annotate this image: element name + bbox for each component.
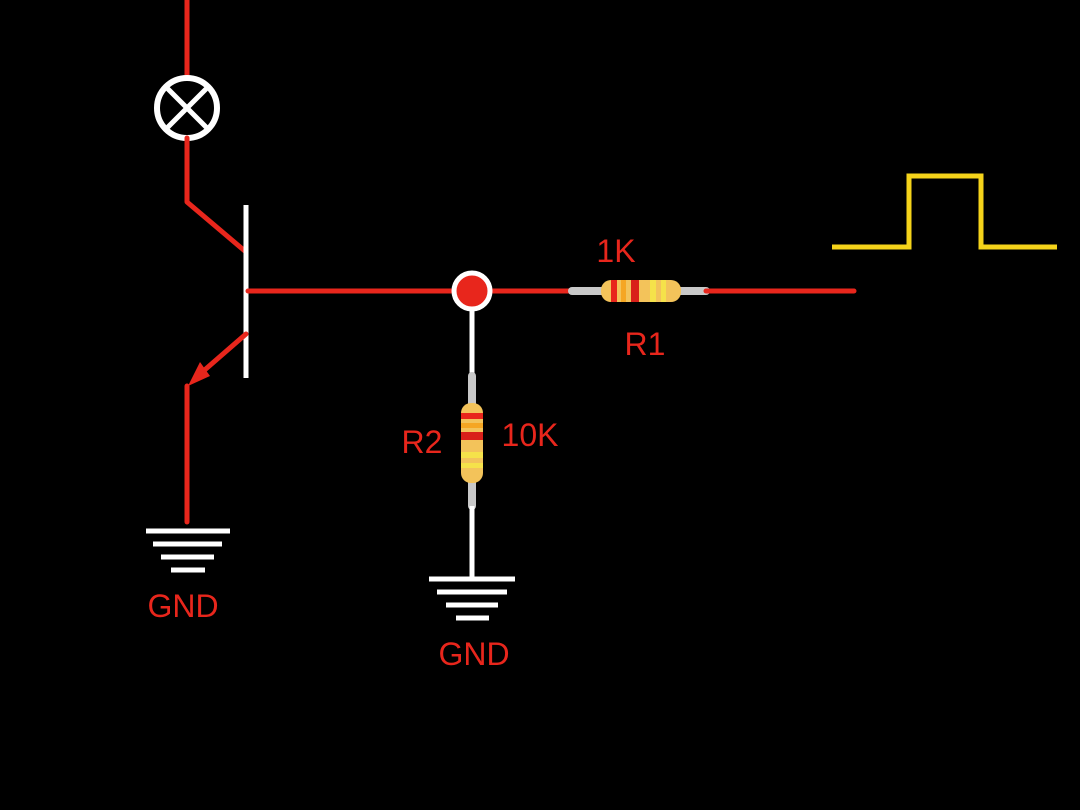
resistor-icon bbox=[568, 280, 710, 302]
collector-wire bbox=[184, 135, 249, 255]
ground-icon bbox=[429, 576, 515, 621]
ground-icon bbox=[146, 528, 230, 573]
square-pulse-icon bbox=[832, 173, 1057, 250]
r2-value-label: 10K bbox=[502, 417, 559, 453]
gnd-mid-label: GND bbox=[438, 636, 509, 672]
emitter-arrow bbox=[188, 331, 249, 386]
lamp-icon bbox=[154, 75, 220, 141]
r2-name-label: R2 bbox=[402, 424, 443, 460]
r1-value-label: 1K bbox=[596, 233, 635, 269]
r1-name-label: R1 bbox=[625, 326, 666, 362]
gnd-left-label: GND bbox=[147, 588, 218, 624]
junction-node bbox=[451, 270, 493, 312]
resistor-icon bbox=[461, 372, 483, 510]
